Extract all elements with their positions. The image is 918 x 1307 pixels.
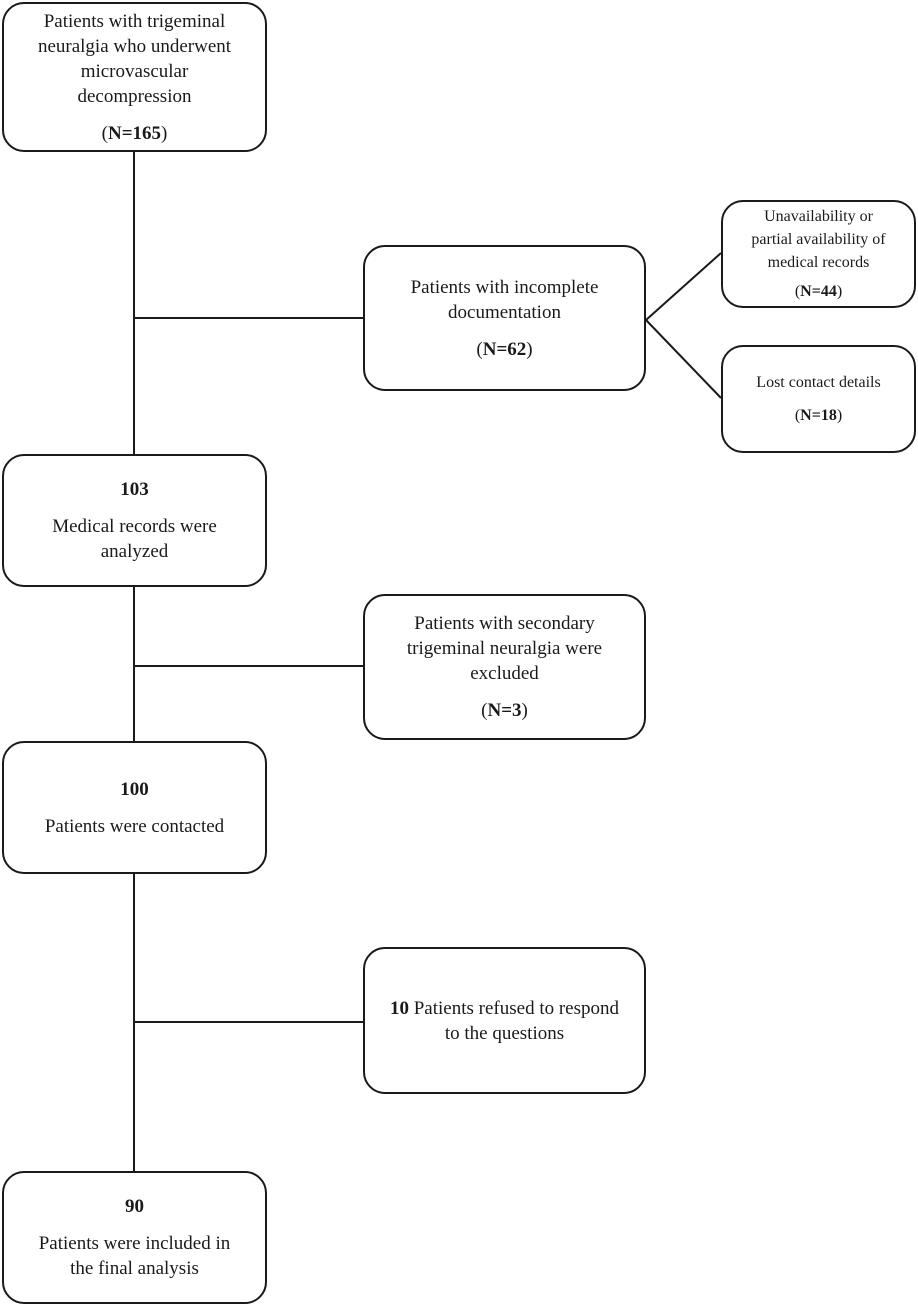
start-text-line: decompression: [77, 85, 192, 107]
secondary-excluded-box: Patients with secondary trigeminal neura…: [363, 594, 646, 740]
refused-text-rest: Patients refused to respond: [408, 997, 619, 1019]
lost-contact-text-line: Lost contact details: [756, 374, 881, 391]
unavailable-text-line: partial availability of: [751, 231, 886, 248]
lost-contact-count: (N=18): [794, 407, 843, 424]
contacted-box: 100 Patients were contacted: [2, 741, 267, 874]
split-line-lost: [645, 319, 722, 399]
final-text-line: the final analysis: [70, 1258, 199, 1279]
analyzed-box: 103 Medical records were analyzed: [2, 454, 267, 587]
secondary-text-line: Patients with secondary: [414, 613, 595, 634]
unavailable-box: Unavailability or partial availability o…: [721, 200, 916, 308]
analyzed-count: 103: [120, 479, 149, 500]
start-text-line: microvascular: [80, 60, 189, 82]
incomplete-count: (N=62): [476, 338, 533, 360]
refused-text-line: 10 Patients refused to respond: [390, 996, 619, 1021]
start-box: Patients with trigeminal neuralgia who u…: [2, 2, 267, 152]
split-line-unavailable: [645, 252, 722, 321]
refused-text-line: to the questions: [444, 1022, 565, 1044]
incomplete-box: Patients with incomplete documentation (…: [363, 245, 646, 391]
start-text-line: Patients with trigeminal: [43, 10, 226, 32]
secondary-count: (N=3): [481, 700, 528, 721]
start-text-line: neuralgia who underwent: [37, 35, 232, 57]
start-count: (N=165): [101, 122, 168, 144]
unavailable-text-line: medical records: [767, 254, 870, 271]
analyzed-text-line: Medical records were: [52, 516, 217, 537]
secondary-text-line: trigeminal neuralgia were: [406, 638, 603, 659]
secondary-text-line: excluded: [470, 663, 539, 684]
analyzed-text-line: analyzed: [100, 541, 169, 562]
unavailable-count: (N=44): [794, 283, 843, 300]
contacted-count: 100: [120, 778, 149, 800]
refused-count: 10: [389, 997, 409, 1019]
incomplete-text-line: Patients with incomplete: [410, 276, 599, 298]
final-count: 90: [125, 1196, 144, 1217]
contacted-text-line: Patients were contacted: [44, 815, 225, 837]
final-text-line: Patients were included in: [38, 1233, 231, 1254]
refused-box: 10 Patients refused to respond to the qu…: [363, 947, 646, 1094]
incomplete-text-line: documentation: [448, 301, 561, 323]
lost-contact-box: Lost contact details (N=18): [721, 345, 916, 453]
unavailable-text-line: Unavailability or: [764, 208, 873, 225]
final-analysis-box: 90 Patients were included in the final a…: [2, 1171, 267, 1304]
